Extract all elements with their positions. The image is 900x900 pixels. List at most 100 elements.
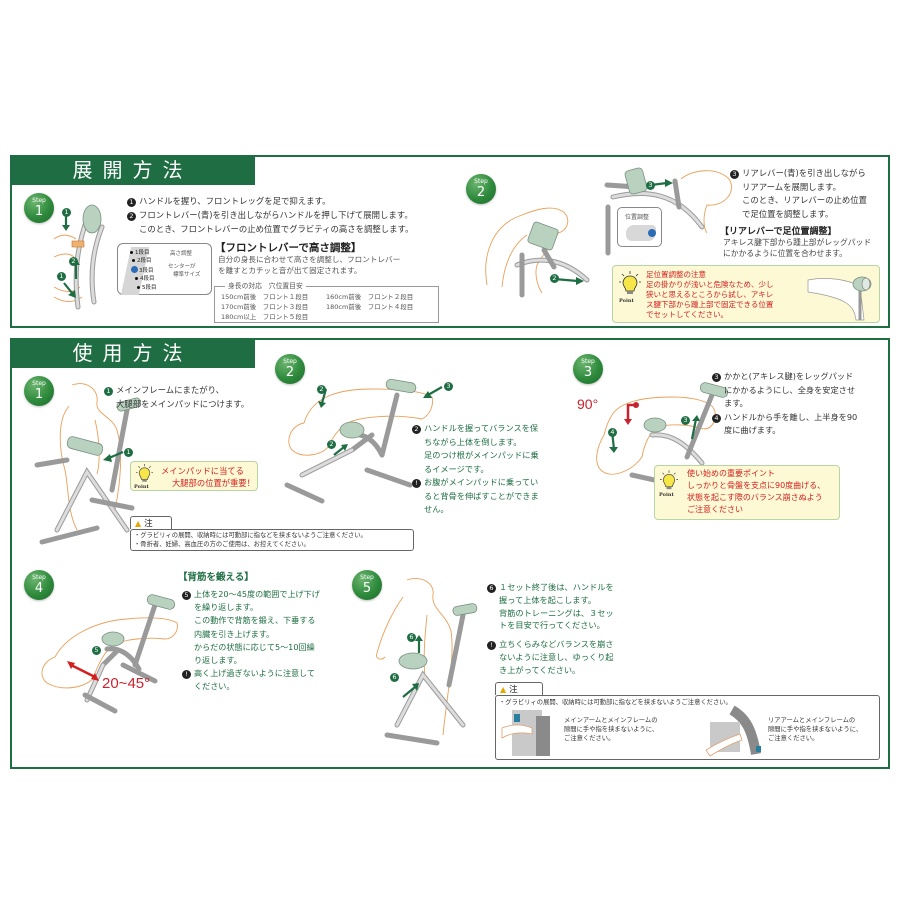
callout-4-icon: 4 <box>608 428 617 437</box>
caution-line: ・グラビリィの展開、収納時には可動部に指などを挟まないようご注意ください。 <box>134 532 367 539</box>
rear-arm-pinch-illustration <box>705 705 761 757</box>
angle-90-label: 90° <box>577 396 599 412</box>
point-label: Point <box>134 484 149 490</box>
deploy-step2-badge: Step 2 <box>466 174 496 204</box>
height-adjust-heading: 【フロントレバーで高さ調整】 <box>215 242 362 254</box>
usage-step2-badge: Step 2 <box>275 354 305 384</box>
height-adjust-body-2: を離すとカチッと音が出て固定されます。 <box>218 266 362 275</box>
position-adjust-popup: 位置調整 <box>617 207 662 247</box>
usage-step1-illustration <box>34 383 142 545</box>
height-lever-card: 1段目 2段目 3段目 4段目 5段目 高さ調整 センターが 標準サイズ <box>117 243 212 295</box>
foot-adjust-heading: 【リアレバーで足位置調整】 <box>720 227 837 237</box>
main-arm-pinch-illustration <box>501 710 550 756</box>
callout-5-icon: 5 <box>92 646 101 655</box>
point-line: 状態を起こす際のバランス崩さぬよう <box>687 493 823 502</box>
point-label: Point <box>619 298 634 304</box>
caution-item-line: ご注意ください。 <box>768 735 819 742</box>
usage-step2-illustration <box>284 378 443 504</box>
deploy-section-title: 展開方法 <box>10 155 255 185</box>
usage-step3-badge: Step 3 <box>573 354 603 384</box>
deploy-step1-badge: Step 1 <box>24 193 54 223</box>
point-line: しっかりと骨盤を支点に90度曲げる、 <box>687 481 826 490</box>
lever-level-list: 1段目 2段目 3段目 4段目 5段目 <box>130 249 157 292</box>
callout-1-icon: 1 <box>57 272 66 281</box>
point-line: 使い始めの重要ポイント <box>687 469 775 478</box>
caution-item-line: 隙間に手や指を挟まないように、 <box>768 726 863 733</box>
caution-tab: ▲注 意 <box>495 682 543 708</box>
usage-step3-illustration <box>596 382 729 486</box>
usage-step4-illustration <box>41 594 178 714</box>
foot-adjust-body-1: アキレス腱下部から踵上部がレッグパッド <box>723 238 872 247</box>
foot-position-point-box: Point 足位置調整の注意 足の掛かりが浅いと危険なため、少し 狭いと思えると… <box>612 265 880 323</box>
caution-line: ・グラビリィの展開、収納時には可動部に指などを挟まないようご注意ください。 <box>499 699 732 706</box>
important-point-box: Point 使い始めの重要ポイント しっかりと骨盤を支点に90度曲げる、 状態を… <box>654 465 840 520</box>
leg-pad-illustration <box>807 276 872 321</box>
caution-tab: ▲注 意 <box>130 516 172 542</box>
lever-label-standard: 標準サイズ <box>173 272 201 278</box>
caution-item-line: メインアームとメインフレームの <box>564 717 658 724</box>
callout-3-icon: 3 <box>681 416 690 425</box>
back-muscle-heading: 【背筋を鍛える】 <box>178 572 254 583</box>
caution-line: ・骨折者、妊婦、高血圧の方のご使用は、お控えてください。 <box>134 541 310 548</box>
point-title: 足位置調整の注意 <box>646 270 706 279</box>
callout-2-icon: 2 <box>317 385 326 394</box>
deploy-step1-illustration <box>53 204 105 310</box>
angle-20-45-label: 20~45° <box>102 675 151 692</box>
point-line: でセットしてください。 <box>646 310 729 319</box>
lightbulb-icon <box>660 470 678 490</box>
pinch-caution-box: ・グラビリィの展開、収納時には可動部に指などを挟まないようご注意ください。 メイ… <box>495 695 880 760</box>
lightbulb-icon <box>619 271 641 294</box>
point-line: ス腱下部から踵上部で固定できる位置 <box>646 300 774 309</box>
point-label: Point <box>659 492 674 498</box>
lever-label-top: 高さ調整 <box>170 251 193 257</box>
caution-item-line: 隙間に手や指を挟まないように、 <box>564 726 659 733</box>
warning-icon: ▲ <box>500 685 507 694</box>
usage-step5-illustration <box>376 578 478 746</box>
callout-2-icon: 2 <box>327 440 336 449</box>
height-adjust-body-1: 自分の身長に合わせて高さを調整し、フロントレバー <box>218 255 401 264</box>
warning-icon: ▲ <box>135 519 142 528</box>
usage-step5-badge: Step 5 <box>352 570 382 600</box>
usage-step1-badge: Step 1 <box>24 376 54 406</box>
caution-item-line: ご注意ください。 <box>564 735 615 742</box>
callout-3-icon: 3 <box>444 382 453 391</box>
selected-level-marker-icon <box>131 265 138 273</box>
point-line: 狭いと思えるところから試し、アキレ <box>646 290 774 299</box>
point-line: メインパッドに当てる <box>161 466 244 476</box>
callout-1-icon: 1 <box>62 208 71 217</box>
deploy-section: 展開方法 Step 1 1 2 1 1段目 2段目 3段目 4段目 5段目 高さ… <box>10 155 890 328</box>
usage-section-title: 使用方法 <box>10 338 255 368</box>
callout-6-icon: 6 <box>390 673 399 682</box>
callout-1-icon: 1 <box>124 448 133 457</box>
leg-frame-icon <box>605 204 611 256</box>
point-line: 足の掛かりが浅いと危険なため、少し <box>646 280 774 289</box>
point-line: 大腿部の位置が重要！ <box>172 478 255 488</box>
lightbulb-icon <box>136 464 153 482</box>
lever-label-center: センターが <box>168 264 196 270</box>
thigh-position-point-box: Point メインパッドに当てる 大腿部の位置が重要！ <box>130 461 258 491</box>
point-line: ご注意ください <box>687 505 743 514</box>
usage-caution-box: ・グラビリィの展開、収納時には可動部に指などを挟まないようご注意ください。 ・骨… <box>130 529 414 551</box>
callout-6-icon: 6 <box>407 633 416 642</box>
usage-step4-badge: Step 4 <box>24 570 54 600</box>
callout-2-icon: 2 <box>550 274 559 283</box>
height-table-row: 180cm以上 フロント５段目 <box>221 313 309 321</box>
callout-3-icon: 3 <box>646 181 655 190</box>
height-table-legend: 身長の対応 穴位置目安 <box>225 281 306 291</box>
position-lever-icon <box>648 229 656 237</box>
callout-2-icon: 2 <box>69 257 78 266</box>
foot-adjust-body-2: にかかるように位置を合わせます。 <box>723 249 847 258</box>
caution-item-line: リアアームとメインフレームの <box>768 717 856 724</box>
